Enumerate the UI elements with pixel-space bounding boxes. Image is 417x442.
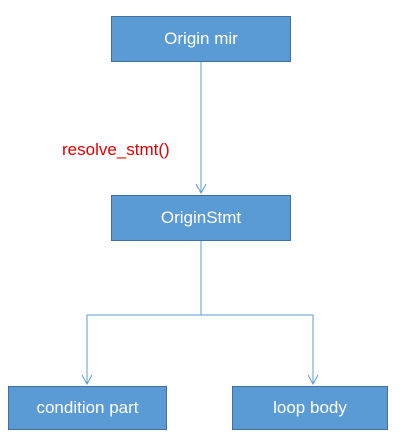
node-loop-body-label: loop body (273, 398, 347, 417)
node-condition-part-label: condition part (36, 398, 139, 417)
node-origin-mir: Origin mir (111, 16, 291, 62)
node-origin-mir-label: Origin mir (164, 29, 238, 48)
node-condition-part: condition part (8, 386, 167, 430)
node-originstmt: OriginStmt (111, 195, 291, 241)
node-loop-body: loop body (232, 386, 388, 430)
node-originstmt-label: OriginStmt (160, 208, 242, 227)
arrowhead-condition-part (81, 374, 93, 386)
arrowhead-loop-body (307, 374, 319, 386)
edge-label-resolve-stmt: resolve_stmt() (62, 140, 170, 159)
arrowhead-originstmt (195, 183, 207, 195)
